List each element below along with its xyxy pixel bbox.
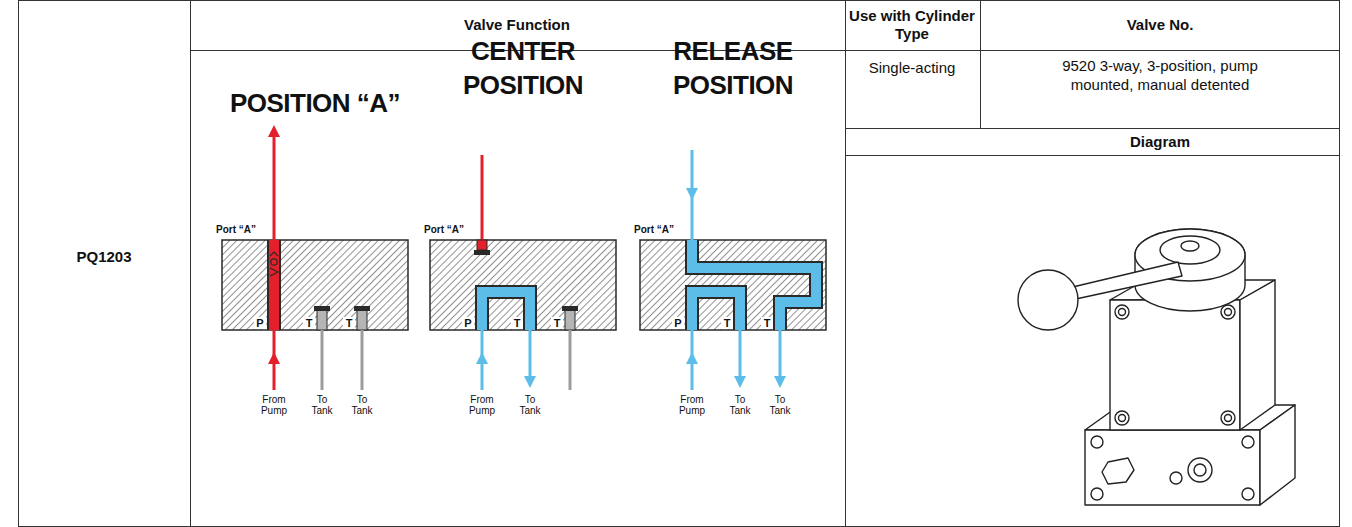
port-plug xyxy=(354,306,370,311)
valve-schematics xyxy=(222,125,826,390)
port-label: Port “A” xyxy=(424,224,474,236)
column-header: Valve No. xyxy=(1010,16,1310,34)
port-letter: T xyxy=(303,317,315,329)
table-cell: 9520 3-way, 3-position, pump mounted, ma… xyxy=(1060,56,1260,94)
column-header: Diagram xyxy=(1060,133,1260,151)
channel-outline xyxy=(267,240,281,330)
valve-illustration xyxy=(1018,229,1295,505)
valve-position xyxy=(222,125,408,390)
port-letter: T xyxy=(721,317,733,329)
valve-body xyxy=(430,240,616,330)
flow-channel xyxy=(692,292,740,330)
table-cell: Single-acting xyxy=(847,58,977,77)
channel-outline xyxy=(482,292,530,330)
flow-label: To Tank xyxy=(346,394,378,416)
flow-line xyxy=(321,330,324,390)
port-letter: P xyxy=(672,317,684,329)
part-number: PQ1203 xyxy=(29,248,179,266)
position-heading: RELEASE POSITION xyxy=(633,34,833,102)
flow-arrowhead xyxy=(686,352,698,364)
flow-line xyxy=(481,155,484,240)
valve-body xyxy=(222,240,408,330)
port-letter: T xyxy=(511,317,523,329)
port-label: Port “A” xyxy=(216,224,266,236)
flow-label: To Tank xyxy=(764,394,796,416)
blocked-port xyxy=(477,240,487,250)
blocked-port xyxy=(357,310,367,330)
flow-arrowhead xyxy=(686,188,698,200)
flow-label: To Tank xyxy=(724,394,756,416)
check-valve xyxy=(271,259,277,265)
flow-line xyxy=(739,330,742,380)
flow-arrowhead xyxy=(524,376,536,388)
blocked-port xyxy=(565,310,575,330)
port-label: Port “A” xyxy=(634,224,684,236)
flow-line xyxy=(361,330,364,390)
flow-line xyxy=(529,330,532,380)
port-letter: P xyxy=(254,317,266,329)
channel-outline xyxy=(692,240,816,330)
port-letter: T xyxy=(761,317,773,329)
column-header: Valve Function xyxy=(367,16,667,34)
port-letter: T xyxy=(343,317,355,329)
port-letter: P xyxy=(462,317,474,329)
flow-label: From Pump xyxy=(254,394,294,416)
flow-line xyxy=(569,330,572,390)
channel-outline xyxy=(692,292,740,330)
flow-line xyxy=(779,330,782,380)
table-grid xyxy=(19,0,1341,527)
valve-position xyxy=(430,155,616,390)
position-heading: CENTER POSITION xyxy=(428,34,618,102)
column-header: Use with Cylinder Type xyxy=(848,7,976,43)
port-plug xyxy=(314,306,330,311)
flow-line xyxy=(273,137,276,240)
flow-label: From Pump xyxy=(462,394,502,416)
port-plug xyxy=(474,250,490,255)
flow-label: To Tank xyxy=(306,394,338,416)
flow-arrowhead xyxy=(476,352,488,364)
port-letter: T xyxy=(551,317,563,329)
flow-channel xyxy=(482,292,530,330)
valve-body xyxy=(640,240,826,330)
valve-position xyxy=(640,150,826,390)
check-spring xyxy=(270,252,278,276)
flow-label: To Tank xyxy=(514,394,546,416)
flow-channel xyxy=(692,240,816,330)
blocked-port xyxy=(317,310,327,330)
flow-arrowhead xyxy=(268,125,280,137)
flow-arrowhead xyxy=(774,376,786,388)
flow-arrowhead xyxy=(734,376,746,388)
flow-channel xyxy=(269,240,279,330)
port-plug xyxy=(562,306,578,311)
position-heading: POSITION “A” xyxy=(215,86,415,120)
flow-arrowhead xyxy=(268,352,280,364)
flow-label: From Pump xyxy=(672,394,712,416)
